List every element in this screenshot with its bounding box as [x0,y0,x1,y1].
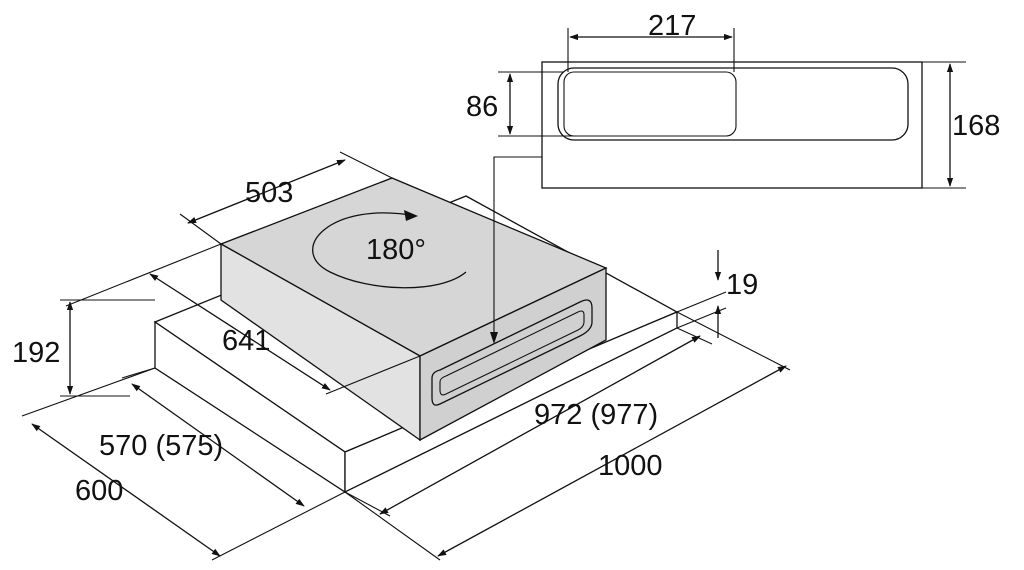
detail-opening-outer [557,67,909,141]
label-1000: 1000 [598,450,663,482]
detail-leader-line [493,156,542,340]
rotation-arrow-icon [404,210,418,221]
label-600: 600 [75,475,123,507]
dim-line-600 [31,423,221,557]
label-19: 19 [726,269,758,301]
label-503: 503 [245,177,293,209]
dim-line-641 [149,273,331,391]
ext-641-back [65,243,222,307]
detail-view [498,28,966,189]
ext-972-right [676,327,713,345]
ext-600-front [211,491,346,561]
ext-600-back [21,367,156,417]
label-86: 86 [466,91,498,123]
label-192: 192 [12,337,60,369]
rotation-arc [312,212,467,289]
ext-503-left [179,213,222,245]
detail-frame [541,61,923,189]
ext-19-top [676,291,727,313]
dim-line-503 [187,159,346,224]
label-641: 641 [222,325,270,357]
label-rotation: 180° [366,234,426,266]
ext-1000-left [344,491,441,561]
dim-line-1000 [437,365,787,557]
ext-1000-right [676,311,791,371]
label-168: 168 [952,110,1000,142]
label-217: 217 [648,10,696,42]
label-570: 570 (575) [99,430,223,462]
detail-opening-cutout [563,71,737,137]
ext-503-right [339,151,393,179]
label-972: 972 (977) [534,399,658,431]
